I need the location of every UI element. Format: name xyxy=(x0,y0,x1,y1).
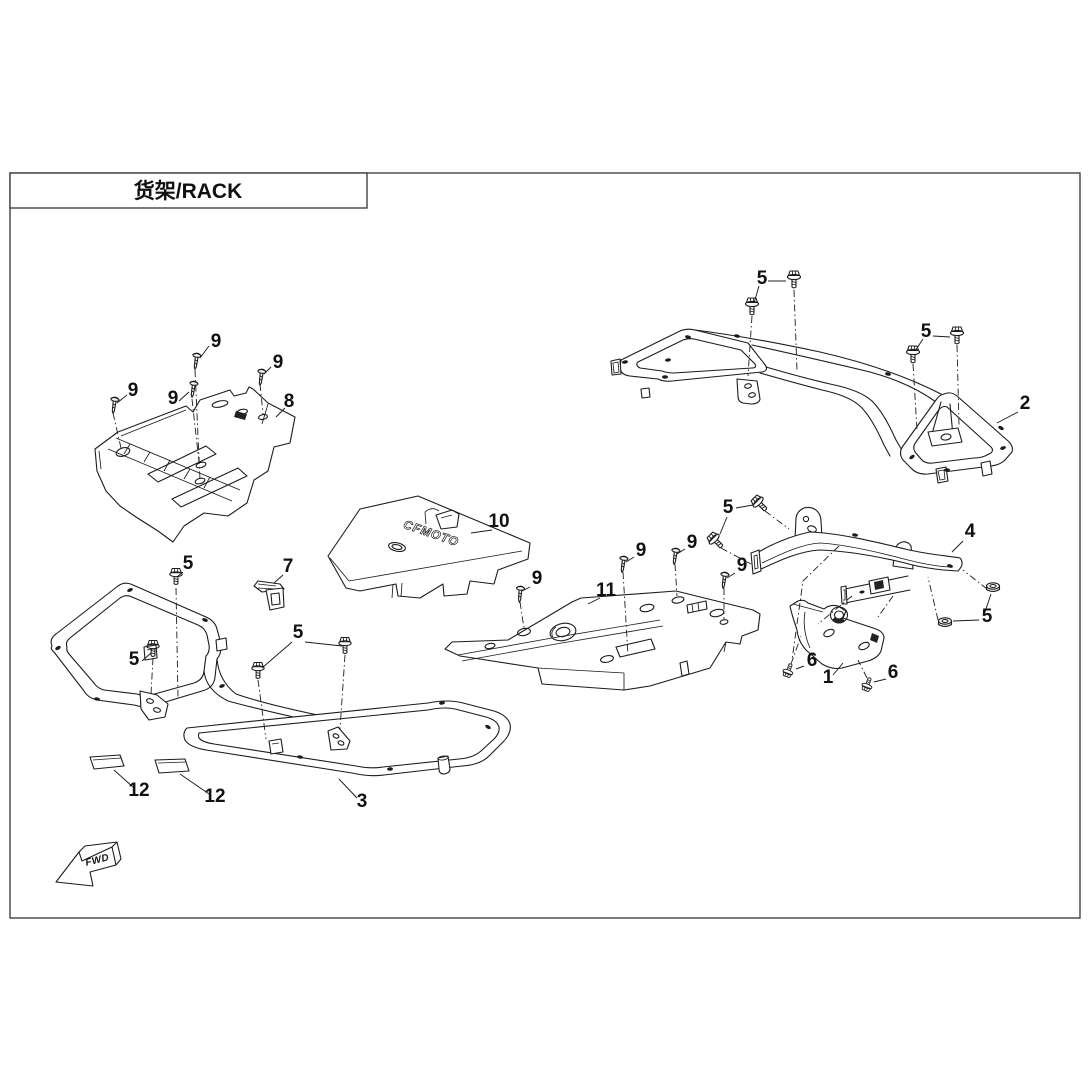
callout-5: 5 xyxy=(757,268,768,289)
callout-7: 7 xyxy=(283,556,294,577)
part-4-support-beam xyxy=(750,506,963,605)
callout-labels: 8 9 9 9 9 5 5 2 10 9 7 5 5 5 12 12 3 11 … xyxy=(128,268,1031,812)
callout-leaders xyxy=(113,280,1019,799)
callout-3: 3 xyxy=(357,791,368,812)
callout-5: 5 xyxy=(129,649,140,670)
callout-5: 5 xyxy=(183,553,194,574)
callout-9: 9 xyxy=(737,555,748,576)
callout-9: 9 xyxy=(532,568,543,589)
assembly-axis-lines xyxy=(112,289,988,740)
callout-5: 5 xyxy=(921,321,932,342)
callout-9: 9 xyxy=(687,532,698,553)
part-12-reflectors xyxy=(89,754,190,774)
part-3-front-rack-frame xyxy=(50,582,511,777)
callout-5: 5 xyxy=(982,606,993,627)
callout-1: 1 xyxy=(823,667,834,688)
callout-11: 11 xyxy=(596,580,617,601)
callout-9: 9 xyxy=(128,380,139,401)
part-1-mounting-bracket xyxy=(789,599,885,670)
part-11-rear-rack-cover xyxy=(444,590,761,691)
part-7-clip-bracket xyxy=(253,580,285,611)
page-border xyxy=(9,172,1081,919)
page-title: 货架/RACK xyxy=(134,179,243,203)
callout-2: 2 xyxy=(1020,393,1031,414)
part-8-front-rack-cover xyxy=(94,386,296,543)
part-10-logo-cover: CFMOTO xyxy=(327,495,531,599)
callout-10: 10 xyxy=(488,511,509,532)
callout-4: 4 xyxy=(965,521,976,542)
fwd-arrow: FWD xyxy=(55,841,122,887)
callout-6: 6 xyxy=(807,650,818,671)
callout-5: 5 xyxy=(723,497,734,518)
part-2-rear-rack-frame xyxy=(610,328,1013,484)
title-box xyxy=(9,172,368,209)
callout-6: 6 xyxy=(888,662,899,683)
callout-9: 9 xyxy=(636,540,647,561)
callout-12: 12 xyxy=(204,786,225,807)
callout-9: 9 xyxy=(168,388,179,409)
callout-12: 12 xyxy=(128,780,149,801)
callout-9: 9 xyxy=(211,331,222,352)
callout-5: 5 xyxy=(293,622,304,643)
callout-9: 9 xyxy=(273,352,284,373)
callout-8: 8 xyxy=(284,391,295,412)
